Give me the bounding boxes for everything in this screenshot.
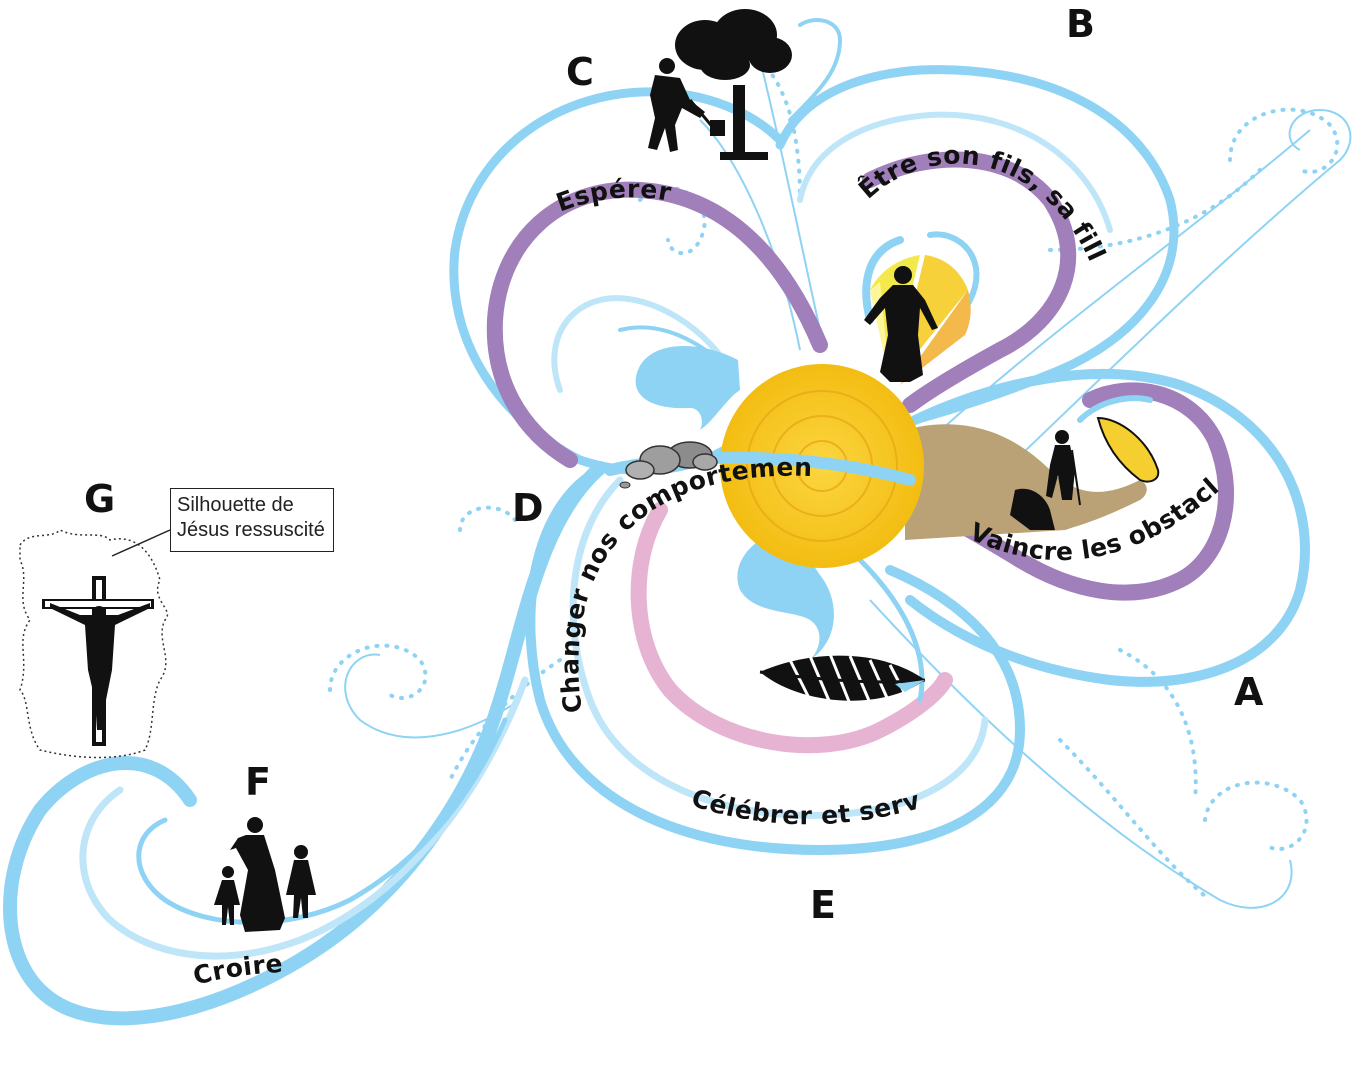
marker-d: D [512,486,544,530]
callout-leader-line [111,529,171,557]
hill [905,424,1147,540]
rolled-stones-icon [619,441,718,489]
petal-a [905,368,1310,687]
risen-figure-in-light-icon [864,266,938,382]
callout-line-2: Jésus ressuscité [177,519,325,541]
petal-c-blue-lobe [635,346,740,430]
mother-with-children-icon [214,817,316,932]
label-etre-fils: Être son fils, sa fille [0,0,1111,266]
callout-box: Silhouette de Jésus ressuscité [170,488,334,552]
marker-g: G [84,477,115,521]
marker-c: C [566,50,594,94]
marker-e: E [810,883,836,927]
farmer-with-tree-icon [648,9,792,160]
marker-a: A [1234,670,1264,714]
pilgrim-on-hill-icon [1010,430,1081,530]
marker-f: F [245,760,271,804]
hill-sun [1096,416,1160,483]
marker-b: B [1066,2,1095,46]
palm-leaf-icon [759,653,926,705]
callout-line-1: Silhouette de [177,494,294,516]
label-esperer: Espérer [552,174,673,217]
crucifix-icon [19,529,168,759]
